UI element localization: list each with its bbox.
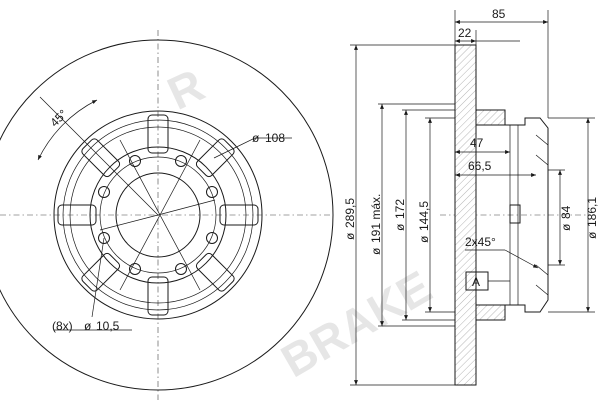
hub-rib <box>147 276 169 316</box>
hub-rib <box>195 138 235 178</box>
depth-47-label: 47 <box>470 136 484 150</box>
diameter-symbol: ø <box>393 223 407 231</box>
hub-rib <box>219 204 259 226</box>
center-boss <box>509 204 521 224</box>
hub-186-label: ø 186,1 <box>585 197 599 239</box>
bore-84-value: 84 <box>559 205 573 219</box>
hub-dia-leader <box>213 137 256 159</box>
center-bore-circle <box>115 172 201 258</box>
hole-label: (8x) ø 10,5 <box>52 319 120 333</box>
hub-ribs <box>57 114 259 316</box>
bore-84-label: ø 84 <box>559 205 573 231</box>
hub-dia-value: 108 <box>265 131 285 145</box>
hub-section-top <box>475 109 506 126</box>
hub-186-value: 186,1 <box>585 197 599 227</box>
hub-rib <box>57 204 97 226</box>
hub-ring-inner-circle <box>69 126 247 304</box>
friction-inner-label: ø 191 máx. <box>369 194 383 255</box>
bolt-hole <box>129 263 141 275</box>
hub-teeth <box>535 134 549 296</box>
diameter-symbol: ø <box>559 223 573 231</box>
watermark: R BRAKE <box>160 58 440 387</box>
chamfer-label: 2x45° <box>465 235 496 249</box>
diameter-symbol: ø <box>84 319 92 333</box>
bolt-hole <box>175 155 187 167</box>
angle-label: 45° <box>47 107 70 130</box>
hub-outline <box>476 109 549 321</box>
bolt-hole <box>129 155 141 167</box>
outer-dia-label: ø 289,5 <box>343 198 357 240</box>
diameter-symbol: ø <box>252 131 260 145</box>
hub-section-bottom <box>475 304 506 321</box>
bolt-hole <box>206 232 218 244</box>
hub-144-label: ø 144,5 <box>417 201 431 243</box>
outer-dia-value: 289,5 <box>343 198 357 228</box>
hub-hatch <box>99 139 216 291</box>
bolt-circle <box>99 156 217 274</box>
hole-leader <box>91 237 105 318</box>
hole-dia-value: 10,5 <box>96 319 120 333</box>
friction-inner-value: 191 máx. <box>369 194 383 243</box>
diameter-symbol: ø <box>343 232 357 240</box>
hub-172-value: 172 <box>393 199 407 219</box>
hub-flange-circle <box>89 146 227 284</box>
hub-dia-label: ø 108 <box>252 131 285 145</box>
bolt-holes <box>98 155 218 275</box>
overall-width-label: 85 <box>492 7 506 21</box>
chamfer-leader <box>504 249 539 269</box>
hub-172-label: ø 172 <box>393 199 407 231</box>
bolt-hole <box>206 186 218 198</box>
bolt-hole <box>175 263 187 275</box>
diameter-symbol: ø <box>417 235 431 243</box>
hub-rib <box>81 252 121 292</box>
angle-arc <box>37 99 98 161</box>
depth-66-label: 66,5 <box>468 159 492 173</box>
front-view: 45° ø 108 (8x) ø 10,5 <box>0 30 334 400</box>
hub-144-value: 144,5 <box>417 201 431 231</box>
flange-width-label: 22 <box>458 26 472 40</box>
bolt-hole <box>98 232 110 244</box>
section-view: 85 22 ø 289,5 ø 191 máx. ø 172 ø 144,5 4… <box>343 7 599 386</box>
hub-outer-circle <box>53 110 263 320</box>
disc-plate-section <box>454 44 477 386</box>
hub-rib <box>147 114 169 154</box>
hub-rib <box>195 252 235 292</box>
hub-ring-circle <box>62 119 254 311</box>
diameter-symbol: ø <box>369 247 383 255</box>
watermark-mark: R <box>160 58 212 119</box>
diameter-symbol: ø <box>585 231 599 239</box>
hole-count: (8x) <box>52 319 73 333</box>
bolt-hole <box>98 186 110 198</box>
disc-outer-circle <box>0 39 334 391</box>
datum-label: A <box>472 275 480 289</box>
